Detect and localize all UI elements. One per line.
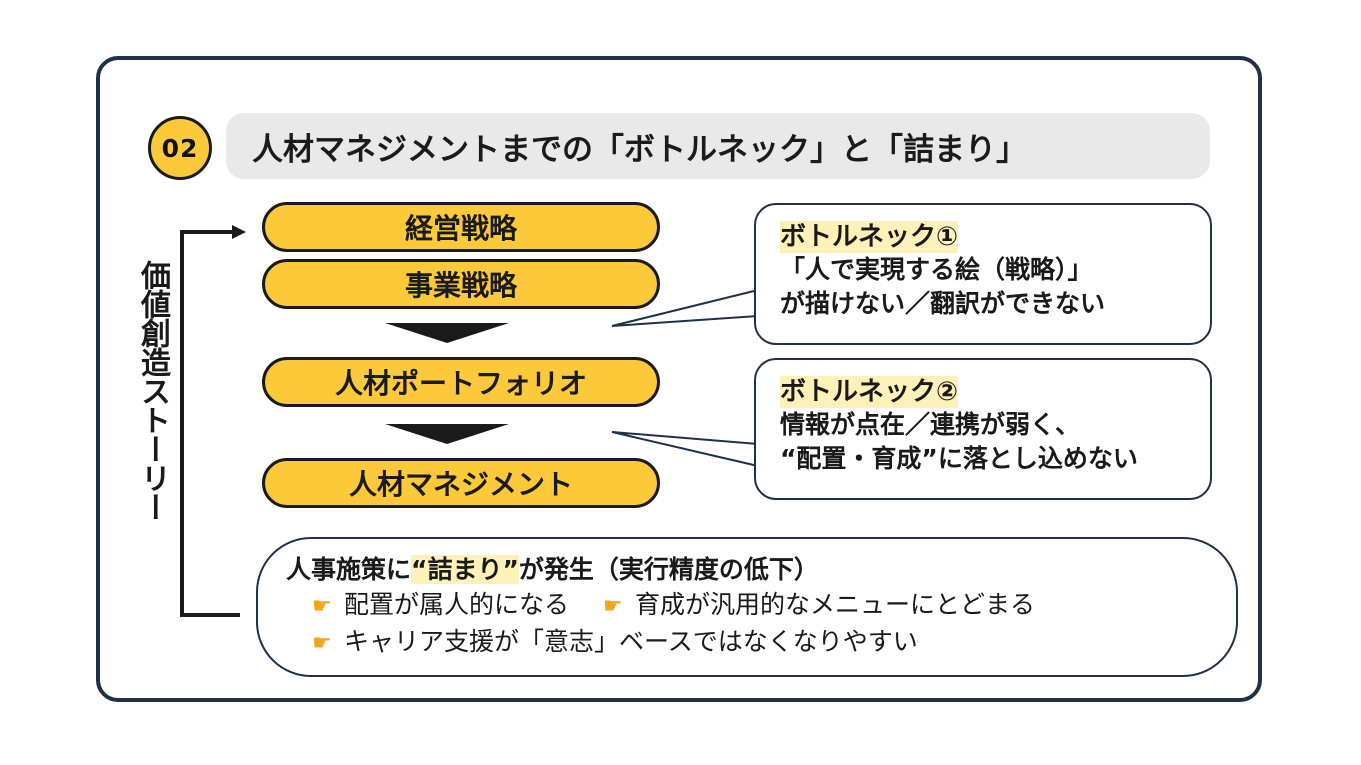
callout-1-tail <box>611 289 759 327</box>
callout-2-tail <box>611 431 759 467</box>
callout-1-line-1: 「人で実現する絵（戦略）」 <box>780 255 1093 284</box>
flow-step-management-strategy: 経営戦略 <box>262 202 660 252</box>
down-arrow-icon <box>385 424 509 444</box>
section-number-badge: 02 <box>148 116 212 180</box>
bottleneck-callout-1: ボトルネック① 「人で実現する絵（戦略）」 が描けない／翻訳ができない <box>754 203 1212 345</box>
value-story-bracket <box>180 230 240 617</box>
pointing-hand-icon: ☛ <box>603 594 623 619</box>
clog-item-3: キャリア支援が「意志」ベースではなくなりやすい <box>344 627 918 656</box>
callout-1-heading: ボトルネック① <box>780 221 959 253</box>
down-arrow-icon <box>385 323 509 343</box>
clog-title-prefix: 人事施策に <box>286 555 412 584</box>
flow-step-business-strategy: 事業戦略 <box>262 259 660 309</box>
outer-frame <box>96 56 1262 702</box>
clog-item-1: 配置が属人的になる <box>344 590 570 619</box>
bracket-arrowhead <box>232 225 246 239</box>
clog-item-2: 育成が汎用的なメニューにとどまる <box>635 590 1036 619</box>
callout-2-line-2: “配置・育成”に落とし込めない <box>780 444 1138 473</box>
callout-2-heading: ボトルネック② <box>780 376 959 408</box>
clog-bullet-row-2: ☛ キャリア支援が「意志」ベースではなくなりやすい <box>286 624 1236 661</box>
clog-title-suffix: が発生（実行精度の低下） <box>518 555 819 584</box>
bottleneck-callout-2: ボトルネック② 情報が点在／連携が弱く、 “配置・育成”に落とし込めない <box>754 358 1212 500</box>
flow-step-talent-management: 人材マネジメント <box>262 458 660 508</box>
pointing-hand-icon: ☛ <box>312 631 332 656</box>
clog-bullet-row-1: ☛ 配置が属人的になる ☛ 育成が汎用的なメニューにとどまる <box>286 587 1236 624</box>
clog-summary-title: 人事施策に“詰まり”が発生（実行精度の低下） <box>286 553 1236 587</box>
callout-2-line-1: 情報が点在／連携が弱く、 <box>780 410 1081 439</box>
value-story-label: 価値創造ストーリー <box>135 260 170 521</box>
clog-title-highlight: “詰まり” <box>411 555 519 584</box>
clog-summary-box: 人事施策に“詰まり”が発生（実行精度の低下） ☛ 配置が属人的になる ☛ 育成が汎用的… <box>256 537 1238 677</box>
flow-step-talent-portfolio: 人材ポートフォリオ <box>262 357 660 407</box>
page-title-text: 人材マネジメントまでの「ボトルネック」と「詰まり」 <box>252 131 1027 168</box>
page-title: 人材マネジメントまでの「ボトルネック」と「詰まり」 <box>226 113 1210 179</box>
callout-1-line-2: が描けない／翻訳ができない <box>780 289 1106 318</box>
pointing-hand-icon: ☛ <box>312 594 332 619</box>
